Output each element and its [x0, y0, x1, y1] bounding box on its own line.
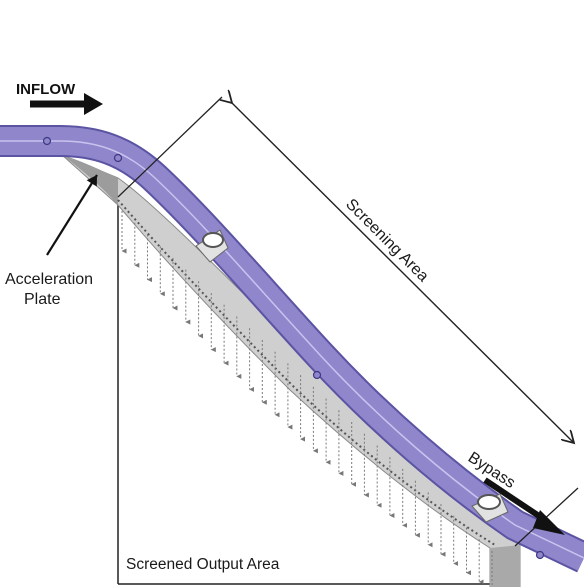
ramp-body	[61, 154, 521, 587]
acceleration-plate-label: Acceleration	[5, 271, 93, 288]
acceleration-plate-label-2: Plate	[24, 291, 61, 308]
inflow-label: INFLOW	[16, 81, 76, 98]
acceleration-plate-callout: Acceleration Plate	[5, 174, 98, 308]
pivot-bracket-icon	[471, 493, 509, 523]
screening-area-label: Screening Area	[342, 196, 431, 285]
screened-output-area-label: Screened Output Area	[126, 556, 280, 573]
inflow-group: INFLOW	[16, 81, 103, 115]
bypass-arrow-icon	[483, 477, 550, 525]
